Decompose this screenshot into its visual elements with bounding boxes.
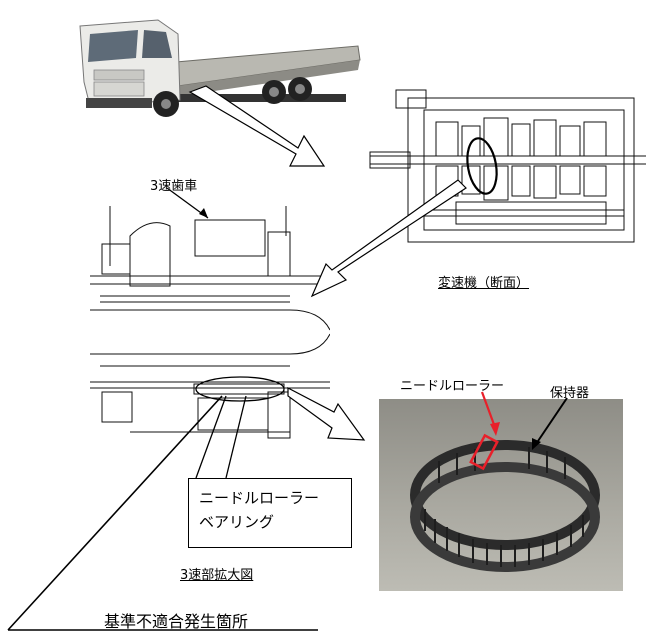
transmission-section-label: 変速機（断面）: [438, 276, 530, 291]
transmission-cross-section: [369, 89, 646, 243]
callout-box: ニードルローラー ベアリング: [188, 478, 352, 548]
retainer-label: 保持器: [550, 386, 590, 401]
callout-bearing: ベアリング: [199, 513, 275, 531]
gear3-label: 3速歯車: [150, 179, 198, 194]
bearing-photo: [379, 399, 623, 591]
gear-detail-drawing: [90, 206, 330, 439]
enlarged-view-label: 3速部拡大図: [180, 568, 254, 583]
nonconformity-location-label: 基準不適合発生箇所: [104, 612, 249, 631]
needle-roller-label: ニードルローラー: [400, 379, 505, 394]
callout-needle-roller: ニードルローラー: [199, 489, 320, 507]
truck-illustration: [79, 19, 361, 117]
